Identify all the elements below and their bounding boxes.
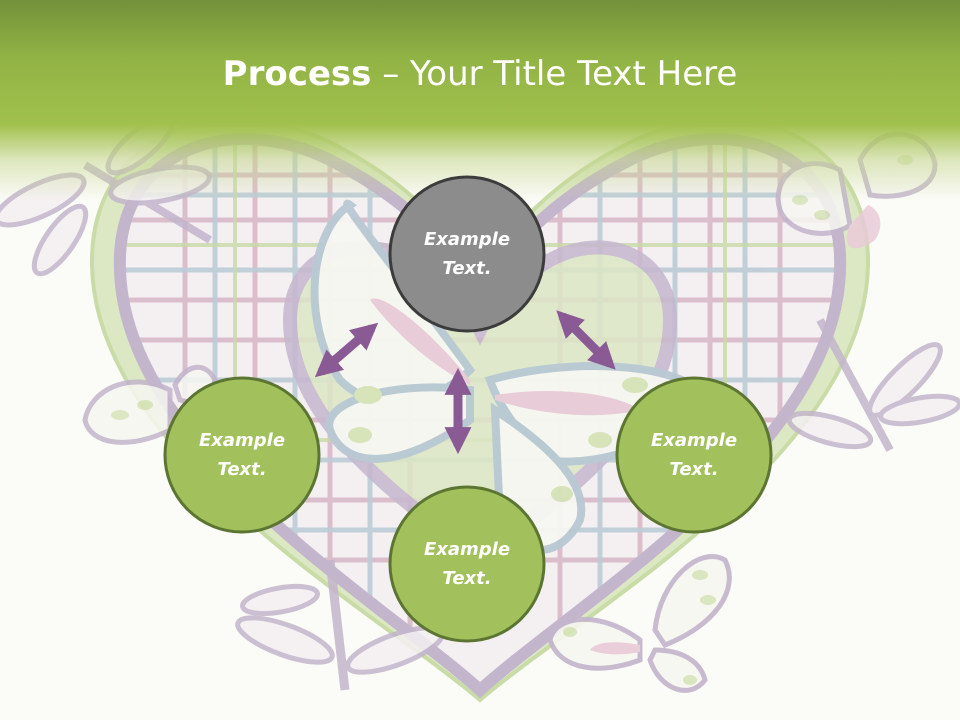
node-bottom[interactable] <box>388 485 546 643</box>
node-right-label: Example Text. <box>616 426 772 484</box>
node-top-line1: Example <box>423 229 511 250</box>
title-bold: Process <box>222 54 372 94</box>
node-right-line2: Text. <box>669 459 719 480</box>
node-top[interactable] <box>388 175 546 333</box>
node-bottom-line2: Text. <box>442 568 492 589</box>
node-right-line1: Example <box>650 430 738 451</box>
arrow-top-right <box>556 310 616 370</box>
node-top-line2: Text. <box>442 258 492 279</box>
node-bottom-label: Example Text. <box>389 535 545 593</box>
arrow-top-left <box>314 322 379 378</box>
node-top-label: Example Text. <box>389 225 545 283</box>
node-right[interactable] <box>615 376 773 534</box>
node-bottom-line1: Example <box>423 539 511 560</box>
butterfly-bottom-right <box>547 554 732 693</box>
node-left-line2: Text. <box>217 459 267 480</box>
title-dash: – <box>371 54 411 94</box>
node-left[interactable] <box>163 376 321 534</box>
dragonfly-right <box>786 318 960 452</box>
node-left-line1: Example <box>198 430 286 451</box>
dragonfly-bottom-left <box>235 559 445 691</box>
node-left-label: Example Text. <box>164 426 320 484</box>
title-rest: Your Title Text Here <box>410 54 738 94</box>
header-band <box>0 0 960 200</box>
slide-title[interactable]: Process – Your Title Text Here <box>0 52 960 96</box>
